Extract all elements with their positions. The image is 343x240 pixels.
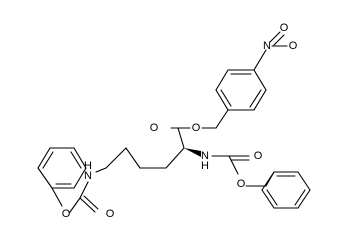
benzyl-linker: [201, 109, 229, 129]
carbamate1-o-single-label: O: [237, 178, 246, 190]
nitro-o-top-label: O: [280, 22, 289, 34]
nitro-group: N O O: [253, 22, 298, 71]
epsilon-carbamate: N H O O: [51, 160, 115, 220]
carbamate1-o-carbonyl-label: O: [254, 150, 263, 162]
nitro-o-right-label: O: [289, 40, 298, 52]
ester-o-single-label: O: [192, 122, 201, 134]
nitrobenzyl-ring: [215, 69, 267, 111]
left-phenyl-ring: [37, 147, 87, 189]
lysine-side-chain: [95, 147, 185, 173]
structure-canvas: N O O O O N H O O: [37, 22, 311, 220]
alpha-carbon: N H: [184, 148, 209, 172]
ester-o-carbonyl-label: O: [150, 122, 159, 134]
alpha-nh-n-label: N: [201, 150, 209, 162]
eps-nh-h-label: H: [84, 160, 92, 172]
nitro-n-label: N: [263, 40, 271, 52]
ester-group: O O: [150, 122, 201, 149]
alpha-nh-h-label: H: [201, 160, 209, 172]
alpha-carbamate: O O: [211, 150, 275, 190]
right-phenyl-ring: [261, 171, 311, 209]
carbamate2-o-carbonyl-label: O: [106, 208, 115, 220]
eps-nh-n-label: N: [84, 170, 92, 182]
carbamate2-o-single-label: O: [62, 208, 71, 220]
